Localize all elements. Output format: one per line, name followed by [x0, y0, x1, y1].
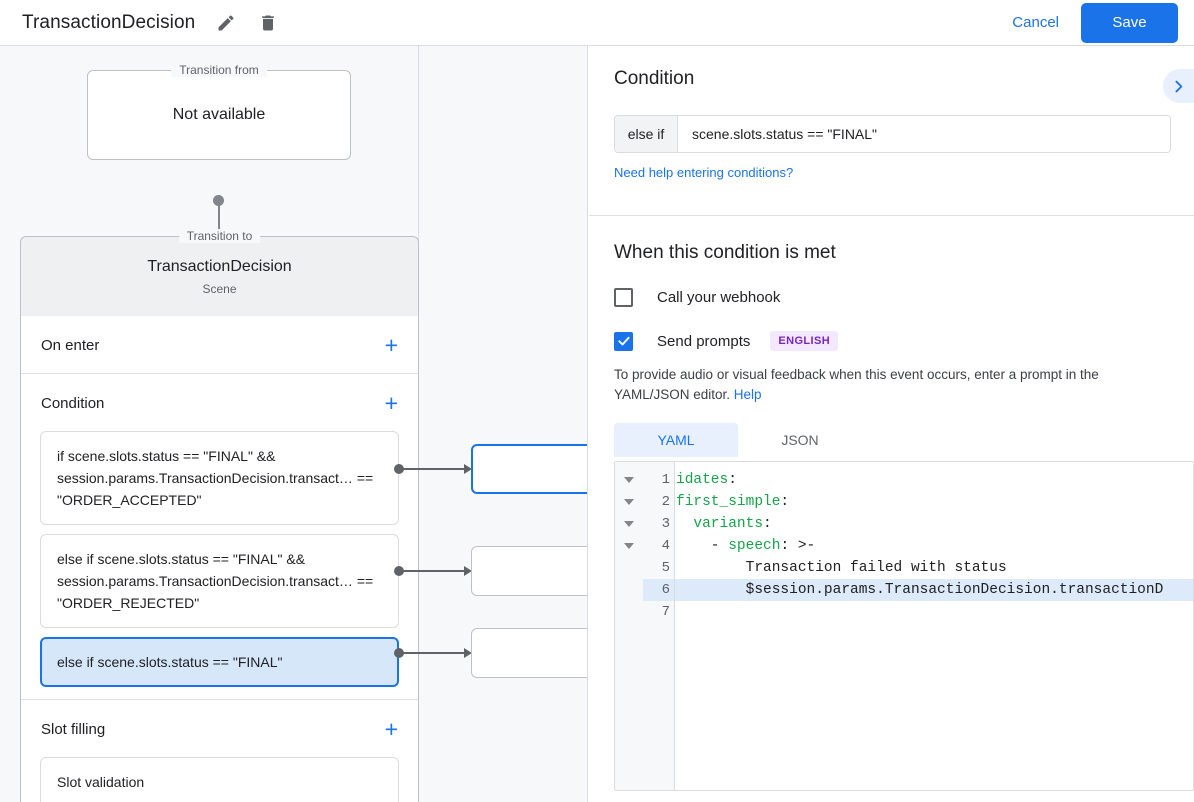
- fold-spacer: [615, 601, 643, 623]
- tab-json[interactable]: JSON: [781, 432, 819, 448]
- fold-toggle-icon[interactable]: [615, 469, 643, 491]
- scene-type: Scene: [202, 281, 237, 296]
- connector-line: [403, 570, 466, 572]
- connector-line: [403, 652, 466, 654]
- save-button[interactable]: Save: [1081, 2, 1178, 43]
- editor-code-line[interactable]: [675, 601, 1193, 623]
- prompts-hint-text: To provide audio or visual feedback when…: [614, 367, 1099, 402]
- fold-toggle-icon[interactable]: [615, 535, 643, 557]
- section-title-slot-filling: Slot filling: [41, 721, 106, 738]
- section-condition: Condition + if scene.slots.status == "FI…: [21, 374, 418, 700]
- fold-toggle-icon[interactable]: [615, 491, 643, 513]
- editor-line-number: 5: [661, 560, 670, 576]
- pencil-icon[interactable]: [213, 10, 239, 36]
- condition-input[interactable]: [678, 116, 1170, 152]
- condition-section: Condition else if Need help entering con…: [589, 46, 1194, 216]
- fold-spacer: [615, 579, 643, 601]
- scene-sections: On enter + Condition + if scene.slots.st…: [20, 316, 419, 802]
- connector-arrowhead: [464, 464, 472, 474]
- connector-dot: [394, 648, 404, 658]
- editor-code-line[interactable]: variants:: [693, 516, 772, 532]
- cancel-button[interactable]: Cancel: [1000, 6, 1071, 39]
- editor-code-line[interactable]: $session.params.TransactionDecision.tran…: [675, 579, 1193, 601]
- code-editor[interactable]: 1 2 3 4 5 6 7 idates: first_simple: variants: -…: [614, 461, 1194, 791]
- prompts-help-link[interactable]: Help: [733, 387, 762, 402]
- editor-line-number: 6: [643, 579, 674, 601]
- condition-prefix-label: else if: [615, 116, 678, 152]
- target-node-2[interactable]: [471, 546, 587, 596]
- connector-dot: [394, 464, 404, 474]
- scene-name: TransactionDecision: [147, 257, 292, 275]
- section-title-condition: Condition: [41, 395, 105, 412]
- webhook-row: Call your webhook: [614, 288, 1169, 307]
- editor-fold-gutter[interactable]: [615, 462, 643, 790]
- send-prompts-checkbox[interactable]: [614, 331, 633, 351]
- editor-code-line[interactable]: Transaction failed with status: [676, 560, 1007, 576]
- editor-line-numbers: 1 2 3 4 5 6 7: [643, 462, 675, 790]
- condition-item[interactable]: if scene.slots.status == "FINAL" && sess…: [40, 431, 399, 525]
- add-on-enter-button[interactable]: +: [384, 332, 398, 358]
- send-prompts-row: Send prompts ENGLISH: [614, 331, 1169, 351]
- condition-item[interactable]: else if scene.slots.status == "FINAL" &&…: [40, 534, 399, 628]
- connector-arrowhead: [464, 566, 472, 576]
- page-title: TransactionDecision: [22, 11, 196, 33]
- when-condition-met-section: When this condition is met Call your web…: [589, 216, 1194, 791]
- trash-icon[interactable]: [255, 10, 281, 36]
- tab-yaml[interactable]: YAML: [614, 423, 738, 457]
- add-slot-filling-button[interactable]: +: [384, 716, 398, 742]
- editor-line-number: 2: [661, 494, 670, 510]
- panel-title: Condition: [614, 68, 695, 89]
- target-node-3[interactable]: [471, 628, 587, 678]
- details-panel: Condition else if Need help entering con…: [589, 46, 1194, 802]
- connector-arrowhead: [464, 648, 472, 658]
- fold-spacer: [615, 557, 643, 579]
- transition-from-value: Not available: [172, 106, 266, 123]
- chevron-right-icon[interactable]: [1163, 69, 1194, 103]
- language-badge: ENGLISH: [770, 331, 839, 351]
- transition-to-legend: Transition to: [178, 229, 261, 243]
- add-condition-button[interactable]: +: [384, 390, 398, 416]
- transition-to-card: Transition to TransactionDecision Scene: [20, 229, 419, 316]
- editor-format-tabs: YAML JSON: [614, 423, 1169, 457]
- when-met-heading: When this condition is met: [614, 242, 836, 263]
- editor-code-area[interactable]: idates: first_simple: variants: - speech:…: [675, 462, 1193, 790]
- transition-from-legend: Transition from: [171, 63, 267, 77]
- fold-toggle-icon[interactable]: [615, 513, 643, 535]
- transition-arrow-line: [218, 195, 220, 261]
- target-node-1[interactable]: [471, 444, 587, 494]
- editor-code-line[interactable]: idates:: [676, 472, 737, 488]
- top-bar: TransactionDecision Cancel Save: [0, 0, 1194, 46]
- send-prompts-label: Send prompts: [657, 332, 751, 350]
- call-webhook-label: Call your webhook: [657, 289, 781, 306]
- editor-line-number: 7: [661, 604, 670, 620]
- condition-help-link[interactable]: Need help entering conditions?: [614, 165, 794, 180]
- connector-dot: [394, 566, 404, 576]
- editor-line-number: 4: [661, 538, 670, 554]
- editor-code-line[interactable]: - speech: >-: [676, 538, 816, 554]
- editor-line-number: 1: [661, 472, 670, 488]
- condition-item-selected[interactable]: else if scene.slots.status == "FINAL": [40, 637, 399, 687]
- editor-code-line[interactable]: first_simple:: [676, 494, 790, 510]
- connector-line: [403, 468, 466, 470]
- slot-validation-item[interactable]: Slot validation: [40, 757, 399, 802]
- editor-line-number: 3: [661, 516, 670, 532]
- scene-graph-canvas: Transition from Not available Transition…: [0, 46, 588, 802]
- section-slot-filling: Slot filling + Slot validation: [21, 700, 418, 802]
- section-on-enter: On enter +: [21, 316, 418, 374]
- transition-from-card: Transition from Not available: [87, 63, 351, 160]
- call-webhook-checkbox[interactable]: [614, 288, 633, 307]
- prompts-hint: To provide audio or visual feedback when…: [614, 365, 1169, 405]
- section-title-on-enter: On enter: [41, 337, 100, 354]
- condition-input-row: else if: [614, 115, 1171, 153]
